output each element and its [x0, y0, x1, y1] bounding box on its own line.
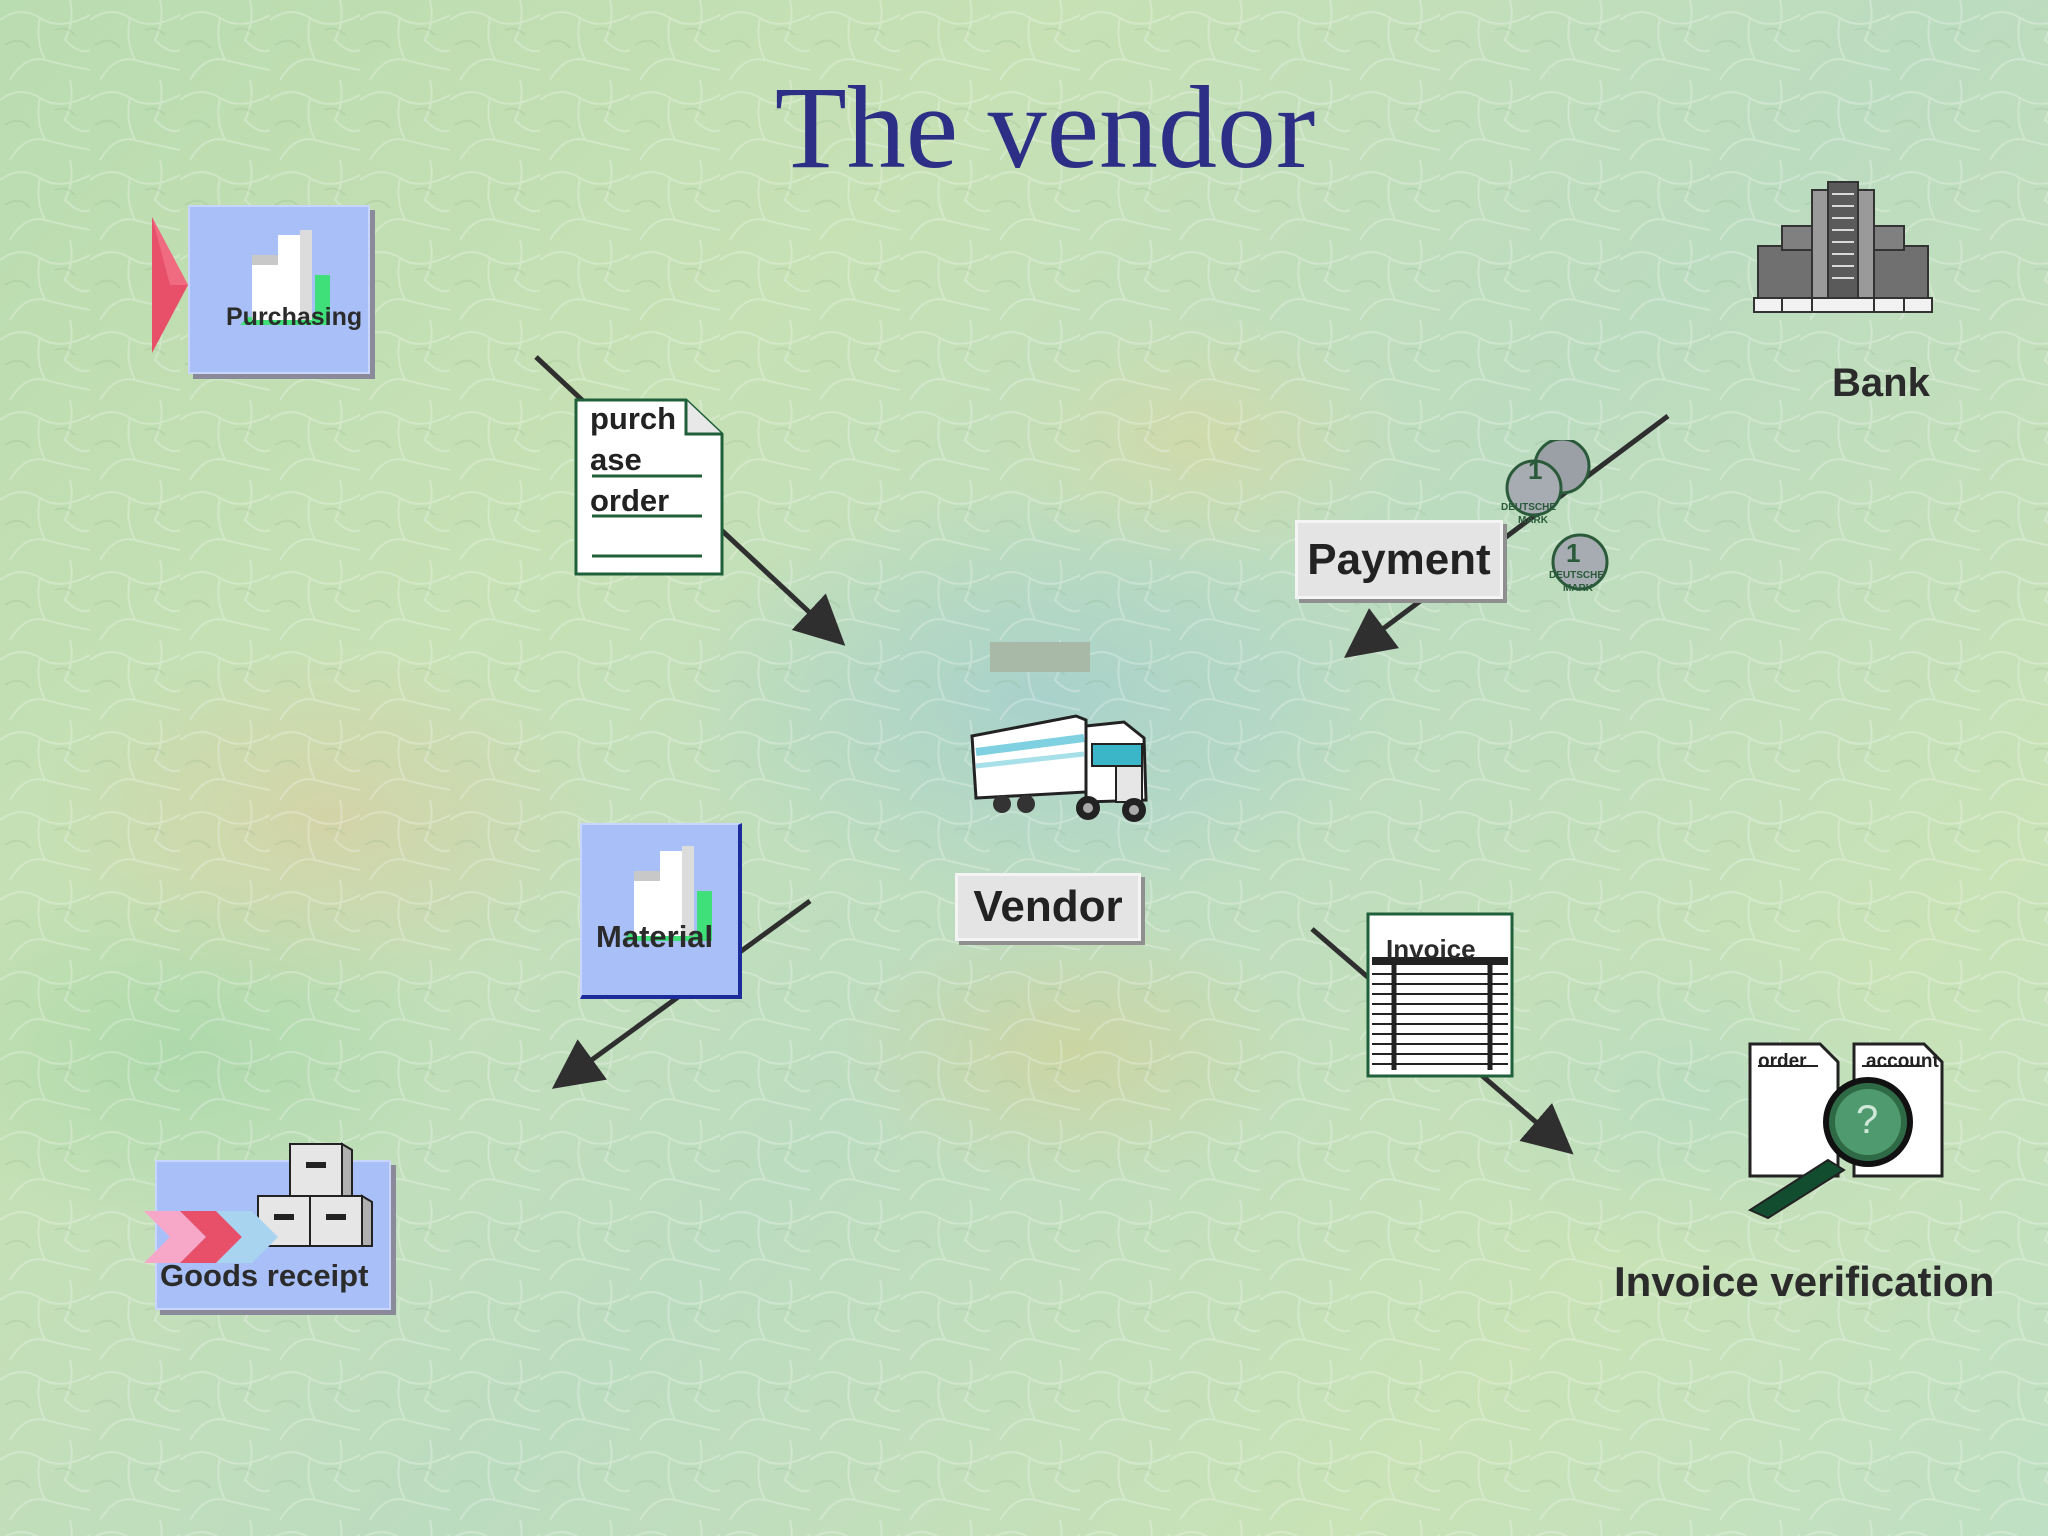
coin-text-4: MARK — [1563, 583, 1593, 594]
documents-magnifier-icon — [1748, 1042, 1944, 1220]
coin-text-3: DEUTSCHE — [1549, 570, 1605, 581]
question-mark: ? — [1856, 1098, 1879, 1142]
truck-icon — [970, 714, 1148, 822]
purchasing-pointer-icon — [150, 215, 190, 355]
material-node[interactable]: Material — [580, 823, 742, 999]
goods-receipt-label: Goods receipt — [160, 1258, 369, 1293]
buildings-icon — [240, 230, 330, 325]
coins-icon — [1505, 440, 1609, 591]
coin-text-1: DEUTSCHE — [1501, 502, 1557, 513]
payment-button[interactable]: Payment — [1295, 520, 1503, 599]
po-line-2: ase — [590, 442, 642, 477]
bank-building-icon[interactable] — [1752, 180, 1934, 315]
purchasing-label: Purchasing — [226, 303, 363, 331]
invoice-verification-label: Invoice verification — [1614, 1258, 1995, 1305]
vendor-button[interactable]: Vendor — [955, 873, 1141, 941]
invoice-label: Invoice — [1386, 934, 1476, 964]
coin-text-2: MARK — [1518, 515, 1548, 526]
buildings-icon — [622, 846, 712, 941]
invoice-verification-icon[interactable]: order account ? — [1748, 1042, 1952, 1224]
po-line-1: purch — [590, 401, 677, 436]
doc-order-label: order — [1758, 1051, 1807, 1072]
doc-account-label: account — [1866, 1051, 1939, 1072]
coin-value-2: 1 — [1566, 538, 1581, 568]
chevrons-icon — [144, 1211, 278, 1263]
po-line-3: order — [590, 483, 670, 518]
material-label: Material — [596, 919, 714, 954]
purchase-order-document[interactable]: purch ase order — [574, 398, 724, 576]
document-icon — [574, 398, 724, 576]
arrow-bank-to-vendor — [1343, 413, 1670, 658]
slide-title: The vendor — [774, 62, 1316, 193]
invoice-document[interactable]: Invoice — [1366, 912, 1514, 1078]
invoice-sheet-icon — [1366, 912, 1514, 1078]
coin-value: 1 — [1528, 455, 1543, 485]
bank-label: Bank — [1832, 361, 1930, 405]
placeholder-bar — [990, 642, 1090, 672]
purchasing-node[interactable]: Purchasing — [188, 205, 370, 374]
